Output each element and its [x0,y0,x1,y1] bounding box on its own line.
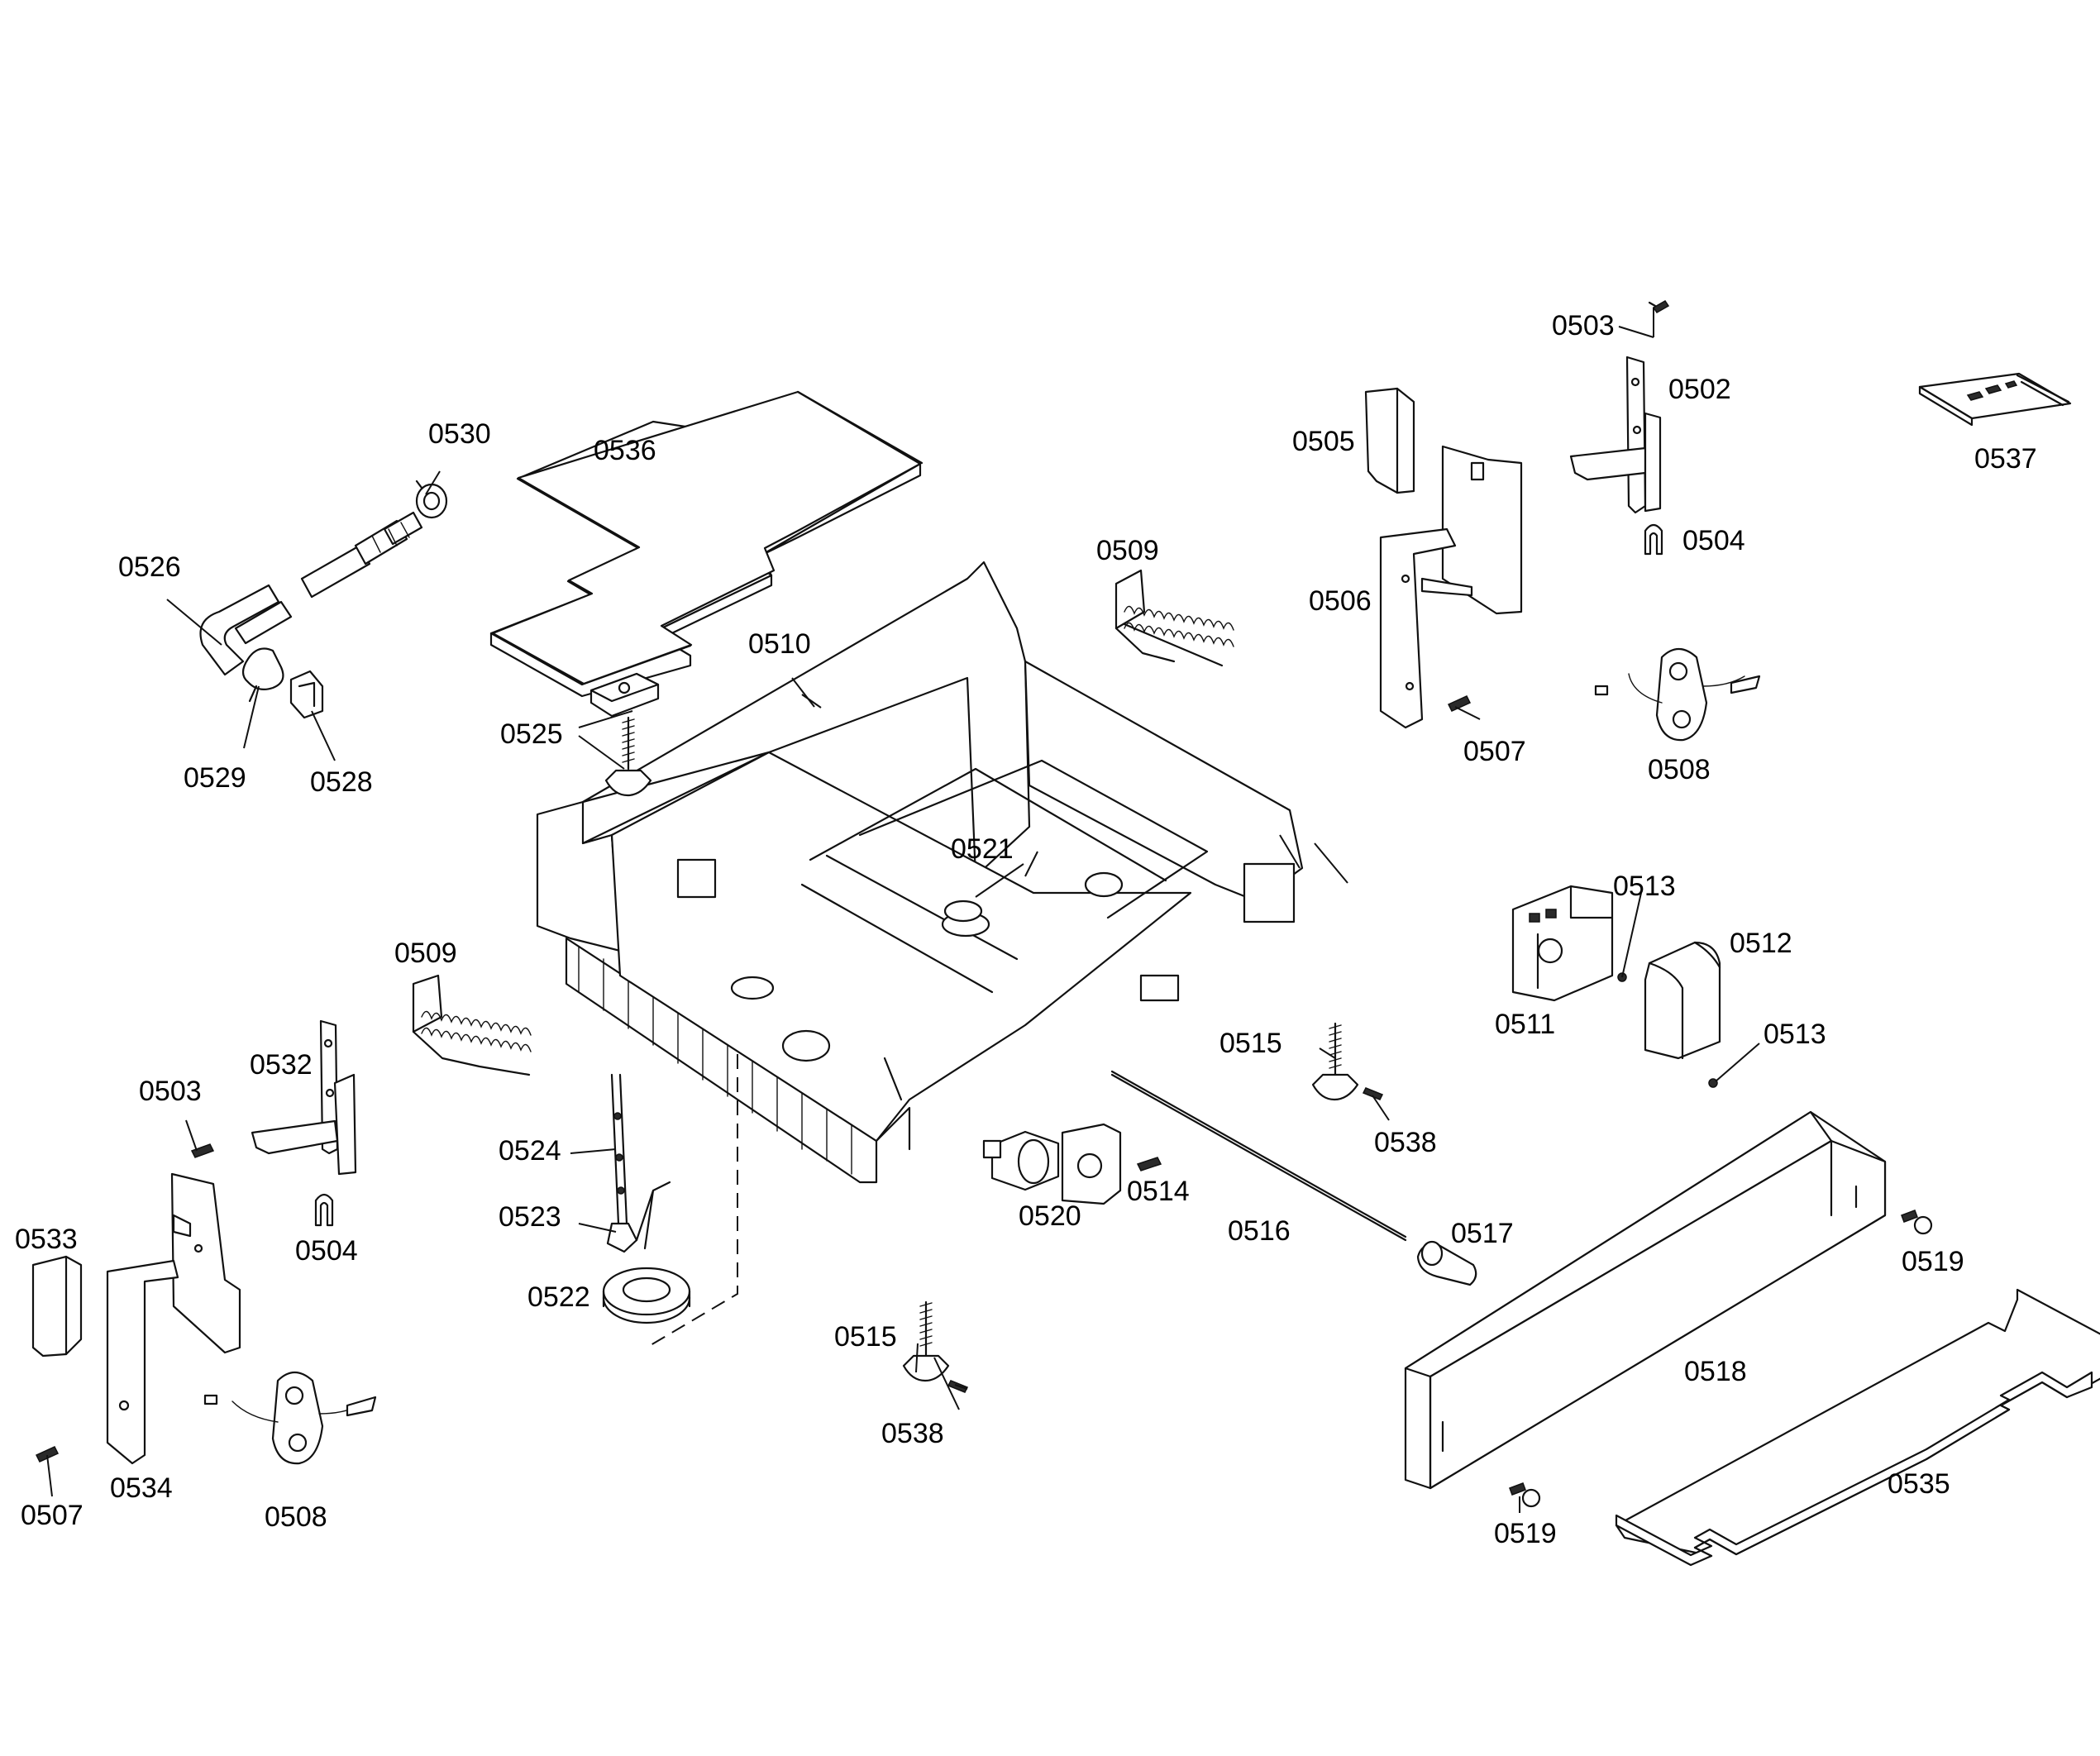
part-0507-screw-left [35,1446,60,1463]
label-0522: 0522 [527,1281,590,1313]
label-0525: 0525 [500,718,563,750]
label-0518: 0518 [1684,1356,1747,1387]
label-0508-left: 0508 [265,1501,327,1533]
label-0515-left: 0515 [834,1321,897,1353]
part-0513-screw-b [1708,1078,1718,1088]
label-0505: 0505 [1292,426,1355,457]
part-0523-float-switch [606,1181,671,1253]
label-0538-left: 0538 [881,1418,944,1449]
label-0512: 0512 [1730,928,1792,959]
part-0511-electronic-housing [1511,885,1614,1002]
label-0537: 0537 [1974,443,2037,475]
part-0514-screw [1136,1157,1162,1171]
part-0503-screw-top [1648,300,1670,313]
label-0510: 0510 [748,628,811,660]
part-0515-foot-right [1311,1022,1359,1101]
part-labels: 0503 0502 0537 0505 0504 0506 0507 0508 … [15,310,2037,1549]
label-0530: 0530 [428,418,491,450]
leader-lines [46,308,1760,1513]
part-0538-screw-right [1362,1087,1384,1100]
label-0509-top: 0509 [1096,535,1159,566]
part-0532-bracket-left [251,1019,357,1176]
label-0515-right: 0515 [1219,1028,1282,1059]
label-0504-right: 0504 [1682,525,1745,556]
label-0511: 0511 [1495,1009,1555,1040]
part-0519-screw-right [1901,1210,1933,1235]
part-0502-bracket-right [1569,355,1662,514]
part-0508-spring-module-right [1594,647,1761,742]
label-0520: 0520 [1019,1200,1081,1232]
part-0522-float-cap [602,1267,691,1324]
part-0520-inlet-valve [982,1123,1122,1205]
label-0507-right: 0507 [1463,736,1526,767]
label-0534: 0534 [110,1472,173,1504]
float-alignment-line [646,1054,738,1348]
label-0529: 0529 [184,762,246,794]
part-0504-clip-left [314,1193,334,1227]
part-0535-base-plate [1615,1288,2100,1567]
part-0525-foot-block [589,672,660,797]
part-0515-foot-left [902,1300,950,1382]
label-0533: 0533 [15,1224,78,1255]
label-0509-left: 0509 [394,938,457,969]
label-0538-right: 0538 [1374,1127,1437,1158]
label-0516: 0516 [1228,1215,1291,1247]
label-0528: 0528 [310,766,373,798]
part-0512-electronic-cover [1644,941,1721,1060]
part-0519-screw-left [1509,1482,1541,1508]
part-0509-hinge-spring-left [412,974,532,1076]
part-0530-hose-clamp [415,480,448,519]
part-0534-bracket-left [106,1172,241,1465]
label-0506: 0506 [1309,585,1372,617]
label-0526: 0526 [118,551,181,583]
label-0524: 0524 [499,1135,561,1167]
part-0503-screw-left [190,1143,215,1158]
part-0537-hardware-bag [1918,372,2072,427]
label-0519-left: 0519 [1494,1518,1557,1549]
label-0507-left: 0507 [21,1500,84,1531]
label-0514: 0514 [1127,1176,1190,1207]
part-0504-clip-right [1644,523,1663,556]
label-0519-right: 0519 [1902,1246,1964,1277]
part-0533-cover-left [31,1255,83,1358]
part-0507-screw-right [1447,695,1472,712]
label-0503-left: 0503 [139,1076,202,1107]
label-0517: 0517 [1451,1218,1514,1249]
part-0526-drain-hose [199,511,423,676]
label-0508-right: 0508 [1648,754,1711,785]
part-0508-spring-module-left [203,1371,377,1465]
label-0513-top: 0513 [1613,871,1676,902]
part-0517-knob [1416,1240,1477,1286]
label-0532: 0532 [250,1049,313,1081]
part-0518-toe-kick-panel [1404,1110,1887,1490]
part-0521-sump [943,899,983,923]
part-0516-rod [1110,1070,1407,1242]
label-0502: 0502 [1668,374,1731,405]
label-0523: 0523 [499,1201,561,1233]
part-0506-bracket [1379,445,1523,729]
label-0521: 0521 [951,833,1014,865]
part-0529-hose-clamp [241,647,284,703]
part-0505-cover [1364,387,1415,494]
label-0504-left: 0504 [295,1235,358,1267]
part-0510-base-tub [536,561,1304,1184]
part-0536-cover-panel [489,390,924,698]
part-0528-clip [289,670,324,719]
label-0513-bottom: 0513 [1764,1019,1826,1050]
label-0503-top: 0503 [1552,310,1615,341]
part-0509-hinge-spring-top [1114,569,1234,667]
label-0536: 0536 [594,435,656,466]
label-0535: 0535 [1888,1468,1950,1500]
